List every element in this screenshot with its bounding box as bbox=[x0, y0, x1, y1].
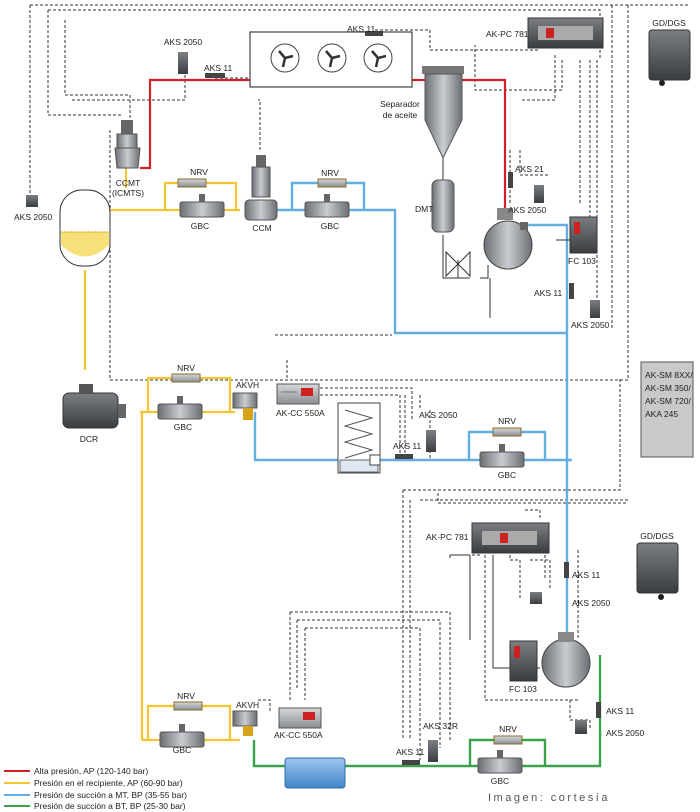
label-aks2050-right: AKS 2050 bbox=[571, 320, 610, 330]
gas-detector-bottom bbox=[636, 542, 679, 600]
legend-item-bt: Presión de succión a BT, BP (25-30 bar) bbox=[34, 801, 186, 811]
label-aksm-4: AKA 245 bbox=[645, 409, 678, 419]
label-nrv-5: NRV bbox=[177, 691, 195, 701]
label-aks21: AKS 21 bbox=[515, 164, 544, 174]
gbc-valves bbox=[157, 194, 525, 774]
ak-pc-781-controller-top bbox=[527, 17, 604, 49]
label-aks11-low: AKS 11 bbox=[396, 747, 424, 757]
label-gbc-1: GBC bbox=[191, 221, 209, 231]
label-aks11-top: AKS 11 bbox=[204, 63, 232, 73]
label-dmt: DMT bbox=[415, 204, 433, 214]
label-ccmt-1: CCMT bbox=[116, 178, 141, 188]
label-aks2050-bt: AKS 2050 bbox=[572, 598, 611, 608]
label-akcc-2: AK-CC 550A bbox=[274, 730, 323, 740]
legend: Alta presión, AP (120-140 bar) Presión e… bbox=[4, 766, 187, 811]
label-aks32r: AKS 32R bbox=[423, 721, 458, 731]
fc103-drive-bottom bbox=[509, 640, 538, 682]
high-pressure-pipes bbox=[140, 78, 507, 208]
image-credit: Imagen: cortesía bbox=[488, 792, 610, 804]
label-aks11-right: AKS 11 bbox=[534, 288, 562, 298]
equipment-labels: AKS 2050 AKS 11 AKS 11 AK-PC 781 GD/DGS … bbox=[14, 18, 693, 786]
label-aks2050-left: AKS 2050 bbox=[14, 212, 53, 222]
mt-display-case bbox=[337, 402, 381, 474]
label-akpc781-top: AK-PC 781 bbox=[486, 29, 529, 39]
akvh-valve-top bbox=[232, 392, 258, 420]
gas-detector-top bbox=[648, 29, 691, 86]
label-akvh-2: AKVH bbox=[236, 700, 259, 710]
label-nrv-4: NRV bbox=[498, 416, 516, 426]
nrv-valves bbox=[171, 178, 523, 745]
label-gbc-2: GBC bbox=[321, 221, 339, 231]
label-aks11-mid: AKS 11 bbox=[393, 441, 421, 451]
label-aks11-bt: AKS 11 bbox=[572, 570, 600, 580]
label-akpc781-bot: AK-PC 781 bbox=[426, 532, 469, 542]
label-aks2050-bt2: AKS 2050 bbox=[606, 728, 645, 738]
gas-cooler bbox=[249, 31, 413, 88]
label-aks11-cond: AKS 11 bbox=[347, 24, 375, 34]
label-aksm-3: AK-SM 720/ bbox=[645, 396, 691, 406]
pressure-sensors bbox=[26, 52, 600, 762]
label-gd-dgs-top: GD/DGS bbox=[652, 18, 686, 28]
label-aks2050-top: AKS 2050 bbox=[164, 37, 203, 47]
label-separador-2: de aceite bbox=[383, 110, 418, 120]
label-gbc-6: GBC bbox=[491, 776, 509, 786]
label-ccm: CCM bbox=[252, 223, 271, 233]
label-aks2050-comp: AKS 2050 bbox=[508, 205, 547, 215]
dcr-filter bbox=[62, 384, 126, 429]
ccmt-valve bbox=[114, 120, 141, 169]
fc103-drive-top bbox=[569, 216, 598, 254]
ccm-valve bbox=[244, 155, 278, 221]
ak-pc-781-controller-bottom bbox=[471, 522, 550, 554]
legend-item-mt: Presión de succión a MT, BP (35-55 bar) bbox=[34, 790, 187, 800]
label-gd-dgs-bot: GD/DGS bbox=[640, 531, 674, 541]
label-aksm-2: AK-SM 350/ bbox=[645, 383, 691, 393]
lt-compressor bbox=[541, 632, 591, 688]
ak-cc-550a-bottom bbox=[278, 707, 322, 729]
label-ccmt-2: (ICMTS) bbox=[112, 188, 144, 198]
label-dcr: DCR bbox=[80, 434, 98, 444]
lt-evaporator bbox=[284, 757, 346, 789]
label-aks11-bt2: AKS 11 bbox=[606, 706, 634, 716]
label-aksm-1: AK-SM 8XX/ bbox=[645, 370, 693, 380]
label-fc103-bot: FC 103 bbox=[509, 684, 537, 694]
akvh-valve-bottom bbox=[232, 710, 258, 736]
label-gbc-5: GBC bbox=[173, 745, 191, 755]
label-fc103-top: FC 103 bbox=[568, 256, 596, 266]
oil-separator bbox=[422, 66, 464, 160]
label-akcc-1: AK-CC 550A bbox=[276, 408, 325, 418]
label-akvh-1: AKVH bbox=[236, 380, 259, 390]
label-separador-1: Separador bbox=[380, 99, 420, 109]
legend-item-receiver: Presión en el recipiente, AP (60-90 bar) bbox=[34, 778, 183, 788]
label-gbc-3: GBC bbox=[174, 422, 192, 432]
temperature-sensors bbox=[205, 31, 601, 765]
label-gbc-4: GBC bbox=[498, 470, 516, 480]
ak-sm-system-manager bbox=[640, 361, 694, 458]
label-nrv-3: NRV bbox=[177, 363, 195, 373]
expansion-valve bbox=[445, 250, 471, 278]
dmt-unit bbox=[431, 179, 455, 233]
label-nrv-2: NRV bbox=[321, 168, 339, 178]
ak-cc-550a-top bbox=[276, 383, 320, 405]
control-wiring bbox=[29, 4, 690, 760]
mt-compressor bbox=[483, 208, 533, 270]
label-aks2050-mid: AKS 2050 bbox=[419, 410, 458, 420]
label-nrv-1: NRV bbox=[190, 167, 208, 177]
label-nrv-6: NRV bbox=[499, 724, 517, 734]
legend-item-high: Alta presión, AP (120-140 bar) bbox=[34, 766, 148, 776]
receiver-tank bbox=[59, 189, 111, 267]
